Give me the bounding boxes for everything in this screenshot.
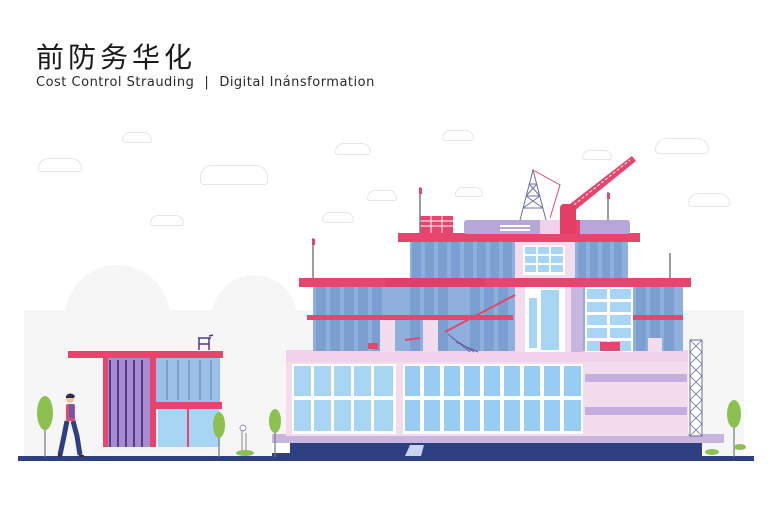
plant [705,449,719,455]
cloud-icon [455,187,483,197]
subtitle-left: Cost Control Strauding [36,75,195,90]
cloud-icon [655,138,709,154]
small-house [68,334,223,453]
plant [236,424,254,456]
cloud-icon [200,165,268,185]
subtitle-right: Digital Inánsformation [219,75,375,90]
tree [269,409,281,457]
walking-person [57,393,84,457]
subtitle-separator: | [204,75,210,90]
background-dome-right [212,275,297,360]
main-building [272,187,724,443]
scaffold-tower [689,339,703,437]
tree [727,400,746,457]
cloud-icon [688,193,730,207]
tower-crane [560,156,636,234]
tree [37,396,53,457]
tree [213,412,225,457]
cloud-icon [38,158,82,172]
cloud-icon [335,143,371,155]
page-title: 前防务华化 [36,41,197,74]
cloud-icon [582,150,612,160]
cloud-icon [442,130,474,141]
cloud-icon [322,212,354,223]
page-subtitle: Cost Control Strauding | Digital Inánsform… [36,75,375,90]
cloud-icon [122,132,152,143]
cloud-icon [150,215,184,226]
lattice-crane [519,168,561,221]
cloud-icon [367,190,397,201]
